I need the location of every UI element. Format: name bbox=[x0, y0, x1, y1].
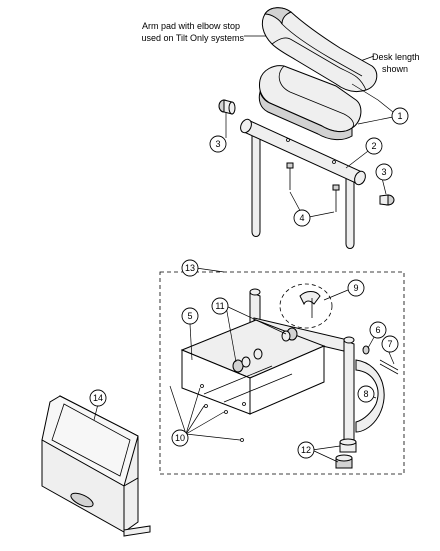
callout-13: 13 bbox=[181, 259, 199, 277]
end-plug-right bbox=[379, 194, 395, 206]
svg-text:4: 4 bbox=[299, 213, 304, 223]
leader-11a bbox=[225, 305, 237, 363]
table-panel bbox=[41, 395, 151, 537]
callout-7: 7 bbox=[381, 335, 399, 353]
callout-1: 1 bbox=[391, 107, 409, 125]
leader-5 bbox=[189, 323, 193, 361]
leader-9 bbox=[323, 289, 349, 301]
leader-11b bbox=[225, 305, 287, 335]
arm-pad-note-line2: used on Tilt Only systems bbox=[141, 33, 244, 43]
svg-text:11: 11 bbox=[215, 301, 224, 311]
leader-1b bbox=[357, 115, 399, 125]
callout-2: 2 bbox=[365, 137, 383, 155]
leader-1 bbox=[351, 83, 399, 117]
bushings bbox=[232, 327, 298, 373]
svg-text:13: 13 bbox=[185, 263, 195, 273]
leader-14 bbox=[93, 403, 99, 421]
arm-tube-assembly bbox=[240, 118, 366, 249]
svg-text:3: 3 bbox=[215, 139, 220, 149]
svg-text:6: 6 bbox=[375, 325, 380, 335]
desk-length-note-line1: Desk length bbox=[372, 52, 420, 62]
callout-4: 4 bbox=[293, 209, 311, 227]
assembly-13-boundary bbox=[159, 271, 405, 475]
svg-text:1: 1 bbox=[397, 111, 402, 121]
svg-text:12: 12 bbox=[301, 445, 311, 455]
svg-text:3: 3 bbox=[381, 167, 386, 177]
leader-10b bbox=[185, 387, 201, 435]
callout-14: 14 bbox=[89, 389, 107, 407]
svg-text:5: 5 bbox=[187, 311, 192, 321]
pin-parts bbox=[362, 345, 399, 375]
leader-3b bbox=[381, 177, 387, 195]
svg-text:9: 9 bbox=[353, 283, 358, 293]
leader-12b bbox=[311, 449, 339, 463]
leader-12a bbox=[311, 445, 341, 451]
latch-detail bbox=[279, 283, 333, 329]
end-plug-left bbox=[218, 99, 236, 115]
leader-13 bbox=[195, 267, 225, 273]
svg-text:8: 8 bbox=[363, 389, 368, 399]
callout-12: 12 bbox=[297, 441, 315, 459]
desk-length-arm-pad bbox=[258, 65, 362, 141]
leader-10d bbox=[185, 411, 225, 435]
callout-5: 5 bbox=[181, 307, 199, 325]
callout-8: 8 bbox=[357, 385, 375, 403]
leader-10a bbox=[169, 385, 187, 435]
leader-10e bbox=[185, 433, 241, 441]
callout-11: 11 bbox=[211, 297, 229, 315]
arm-pad-note-line1: Arm pad with elbow stop bbox=[142, 21, 240, 31]
callout-3-left: 3 bbox=[209, 135, 227, 153]
desk-length-note-line2: shown bbox=[382, 64, 408, 74]
callout-9: 9 bbox=[347, 279, 365, 297]
svg-text:7: 7 bbox=[387, 339, 392, 349]
svg-text:10: 10 bbox=[175, 433, 185, 443]
arm-pad-elbow-stop bbox=[261, 7, 378, 93]
leader-10c bbox=[185, 405, 205, 435]
tray-frame bbox=[180, 319, 326, 442]
callout-6: 6 bbox=[369, 321, 387, 339]
svg-text:2: 2 bbox=[371, 141, 376, 151]
foot-caps bbox=[335, 438, 357, 469]
callout-3-right: 3 bbox=[375, 163, 393, 181]
screw-pair bbox=[286, 162, 340, 212]
callout-10: 10 bbox=[171, 429, 189, 447]
svg-text:14: 14 bbox=[93, 393, 103, 403]
